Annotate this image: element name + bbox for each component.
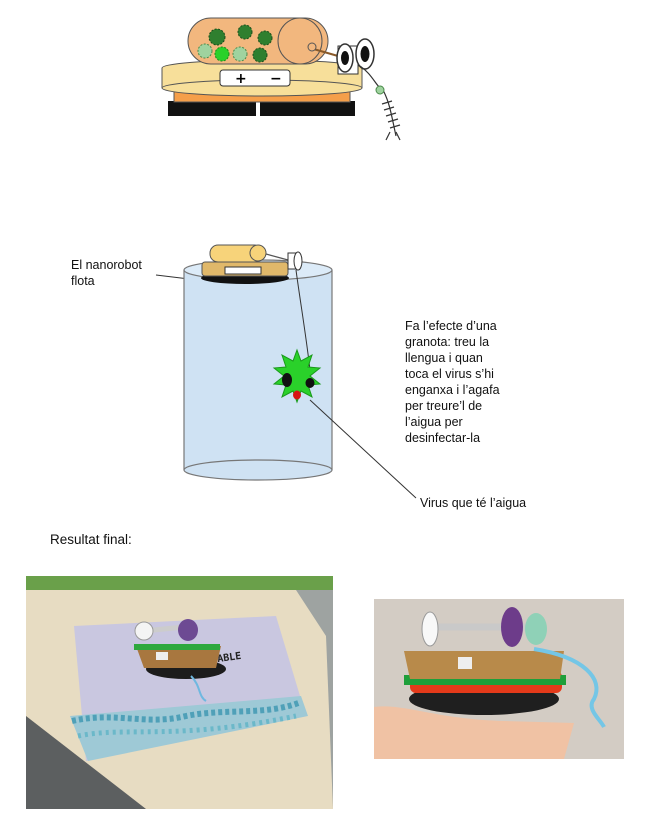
label-frog-effect: Fa l’efecte d’una granota: treu la lleng… xyxy=(405,318,545,446)
left-track xyxy=(168,101,256,116)
right-track xyxy=(260,101,355,116)
green-wall xyxy=(26,576,333,590)
frog-tongue xyxy=(360,66,400,140)
nozzle-wheels xyxy=(337,39,374,74)
nanorobot-illustration: + − xyxy=(160,8,410,150)
battery-minus: − xyxy=(270,71,282,87)
result-heading: Resultat final: xyxy=(50,532,132,547)
battery-plus: + xyxy=(235,71,247,87)
label-virus: Virus que té l’aigua xyxy=(420,495,580,511)
photo-model-in-hand xyxy=(374,599,624,759)
cylinder-bottom xyxy=(184,460,332,480)
tube-end xyxy=(278,18,322,64)
small-robot xyxy=(201,245,302,284)
photo-model-on-table: NANOPOTABLE xyxy=(26,576,333,809)
